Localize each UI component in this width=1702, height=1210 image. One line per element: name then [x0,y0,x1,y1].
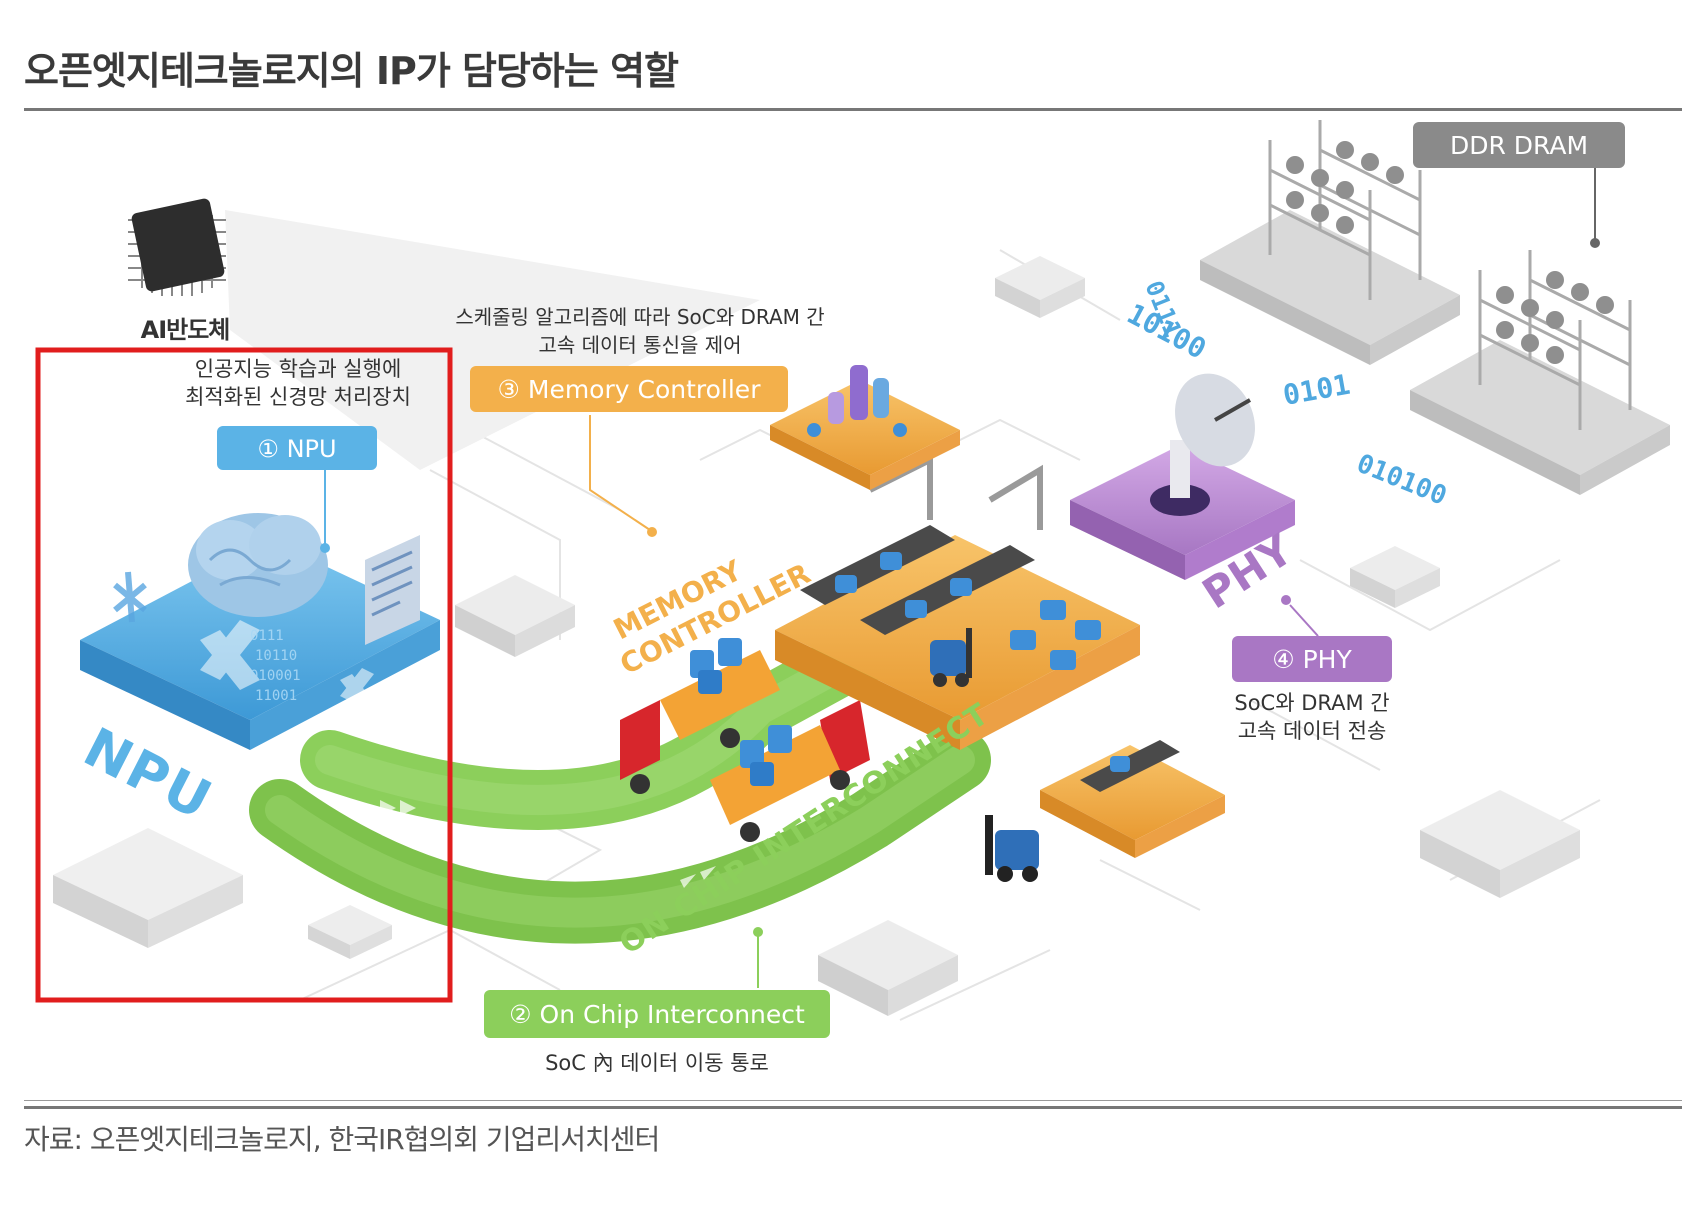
phy-platform [1070,373,1295,580]
footer-divider [24,1106,1682,1109]
display-panel-icon [365,535,420,645]
svg-text:0101: 0101 [1280,368,1352,412]
npu-binary: 010001 [250,668,301,684]
npu-binary: 11001 [255,688,297,704]
npu-binary: 0111 [250,628,284,644]
forklift-icon [930,628,972,687]
memory-controller-description-line2: 고속 데이터 통신을 제어 [538,333,741,357]
npu-description-line1: 인공지능 학습과 실행에 [195,357,402,381]
npu-description-line2: 최적화된 신경망 처리장치 [185,385,411,409]
npu-tag: ① NPU [257,435,336,463]
phy-tag: ④ PHY [1272,645,1352,674]
memory-controller-tag: ③ Memory Controller [498,375,762,404]
dram-tag: DDR DRAM [1450,131,1588,160]
forklift-icon [985,815,1039,882]
truck-icon [710,700,870,842]
memory-controller-description-line1: 스케줄링 알고리즘에 따라 SoC와 DRAM 간 [455,305,824,329]
npu-binary: 10110 [255,648,297,664]
memory-controller-callout: 스케줄링 알고리즘에 따라 SoC와 DRAM 간 고속 데이터 통신을 제어 … [455,305,825,412]
lab-platform [770,365,960,490]
npu-callout: 인공지능 학습과 실행에 최적화된 신경망 처리장치 ① NPU [185,357,411,470]
chip-label: AI반도체 [141,316,230,344]
callout-connectors [320,168,1600,988]
brain-icon [188,513,328,617]
satellite-dish-icon [1150,373,1255,516]
decorative-blocks [53,256,1580,1016]
title-divider [24,108,1682,111]
chip-light-beam [225,210,760,470]
npu-highlight-box [35,347,453,1003]
source-note: 자료: 오픈엣지테크놀로지, 한국IR협의회 기업리서치센터 [24,1123,660,1156]
footer-divider-top [24,1100,1682,1101]
npu-platform: 0111 10110 010001 11001 [80,513,440,750]
ai-chip-icon [128,198,226,296]
page-title: 오픈엣지테크놀로지의 IP가 담당하는 역할 [24,49,679,93]
dram-server-rack-icon [1410,250,1670,495]
dram-server-rack-icon [1200,120,1460,365]
interconnect-callout: ② On Chip Interconnect SoC 內 데이터 이동 통로 [484,990,830,1075]
phy-description-line1: SoC와 DRAM 간 [1234,691,1389,715]
npu-floor-label: NPU [74,715,223,832]
dram-callout: DDR DRAM [1413,122,1625,168]
flask-icon [807,365,907,437]
phy-callout: ④ PHY SoC와 DRAM 간 고속 데이터 전송 [1232,636,1392,743]
phy-description-line2: 고속 데이터 전송 [1238,719,1387,743]
interconnect-description: SoC 內 데이터 이동 통로 [545,1051,769,1075]
truck-icon [620,638,780,794]
memory-controller-platform [775,455,1140,750]
workshop-platform [1040,740,1225,858]
svg-text:010100: 010100 [1352,449,1450,512]
interconnect-tag: ② On Chip Interconnect [509,1000,805,1029]
